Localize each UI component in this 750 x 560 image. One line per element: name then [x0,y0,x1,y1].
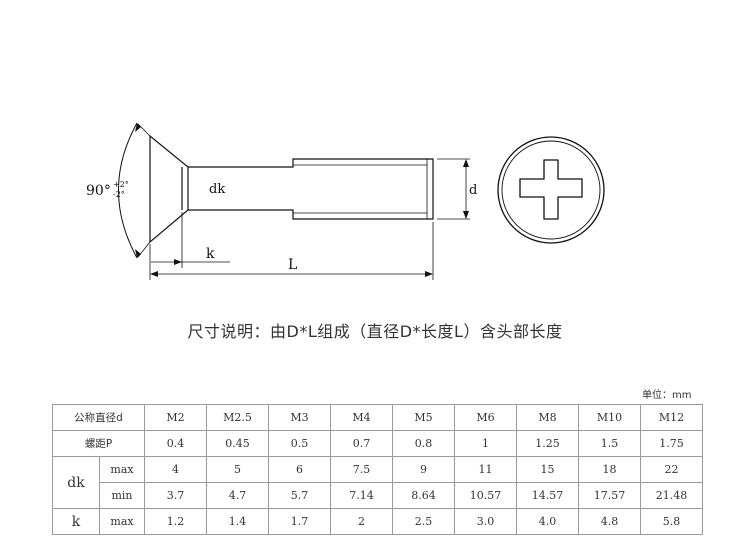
table-row-dk-min: min 3.7 4.7 5.7 7.14 8.64 10.57 14.57 17… [53,482,703,509]
table-row-dk-max: dk max 4 5 6 7.5 9 11 15 18 22 [52,456,703,509]
table-cell: 6 [268,456,331,483]
table-cell: 18 [578,456,641,483]
table-cell: 1.2 [144,508,207,535]
dk-header: dk [52,456,100,509]
screw-drawing: 90° +2° -2° dk d k L [86,122,605,280]
table-cell: 1.5 [578,430,641,457]
table-cell: 5 [206,456,269,483]
head-top-view-outer [497,136,605,244]
size-header: 公称直径d [52,404,145,431]
dk-label: dk [209,182,225,197]
table-cell: 2.5 [392,508,455,535]
table-cell: 14.57 [516,482,579,509]
k-max-label: max [99,508,145,535]
table-cell: 9 [392,456,455,483]
min-label: min [99,482,145,509]
table-cell: 22 [640,456,703,483]
table-cell: M8 [516,404,579,431]
table-cell: M5 [392,404,455,431]
table-cell: 11 [454,456,517,483]
table-cell: 4.7 [206,482,269,509]
table-cell: M4 [330,404,393,431]
table-cell: 1.4 [206,508,269,535]
angle-tol-plus: +2° [113,180,129,189]
table-cell: 7.5 [330,456,393,483]
table-row-k-max: k max 1.2 1.4 1.7 2 2.5 3.0 4.0 4.8 5.8 [52,508,703,535]
table-cell: 5.7 [268,482,331,509]
table-cell: 1 [454,430,517,457]
table-cell: M10 [578,404,641,431]
d-label: d [469,183,477,198]
screw-shank [188,158,434,220]
head-top-view-inner [501,140,601,240]
table-cell: 4.8 [578,508,641,535]
table-cell: 5.8 [640,508,703,535]
table-cell: 10.57 [454,482,517,509]
phillips-recess-icon [519,159,583,220]
table-cell: 0.4 [144,430,207,457]
angle-arc [118,122,138,259]
angle-label: 90° [86,183,111,199]
table-cell: 0.7 [330,430,393,457]
table-cell: 1.75 [640,430,703,457]
table-cell: M2.5 [206,404,269,431]
table-cell: 8.64 [392,482,455,509]
max-label: max [99,456,145,483]
table-row-pitch: 螺距P 0.4 0.45 0.5 0.7 0.8 1 1.25 1.5 1.75 [52,430,703,457]
table-row-size: 公称直径d M2 M2.5 M3 M4 M5 M6 M8 M10 M12 [52,404,703,431]
table-cell: 7.14 [330,482,393,509]
table-cell: 4 [144,456,207,483]
caption: 尺寸说明：由D*L组成（直径D*长度L）含头部长度 [187,322,563,341]
table-cell: M6 [454,404,517,431]
spec-table: 公称直径d M2 M2.5 M3 M4 M5 M6 M8 M10 M12 螺距P… [52,404,703,535]
table-cell: 4.0 [516,508,579,535]
table-cell: M12 [640,404,703,431]
table-cell: 17.57 [578,482,641,509]
angle-tol-minus: -2° [113,190,125,199]
table-cell: 1.25 [516,430,579,457]
table-cell: 1.7 [268,508,331,535]
k-header: k [52,508,100,535]
unit-label: 单位：mm [642,390,692,401]
table-cell: 21.48 [640,482,703,509]
table-cell: 3.7 [144,482,207,509]
table-cell: M2 [144,404,207,431]
table-cell: 0.5 [268,430,331,457]
k-label: k [206,246,215,262]
table-cell: 0.8 [392,430,455,457]
pitch-header: 螺距P [52,430,145,457]
L-label: L [288,257,297,273]
table-cell: M3 [268,404,331,431]
table-cell: 2 [330,508,393,535]
table-cell: 3.0 [454,508,517,535]
table-cell: 0.45 [206,430,269,457]
table-cell: 15 [516,456,579,483]
